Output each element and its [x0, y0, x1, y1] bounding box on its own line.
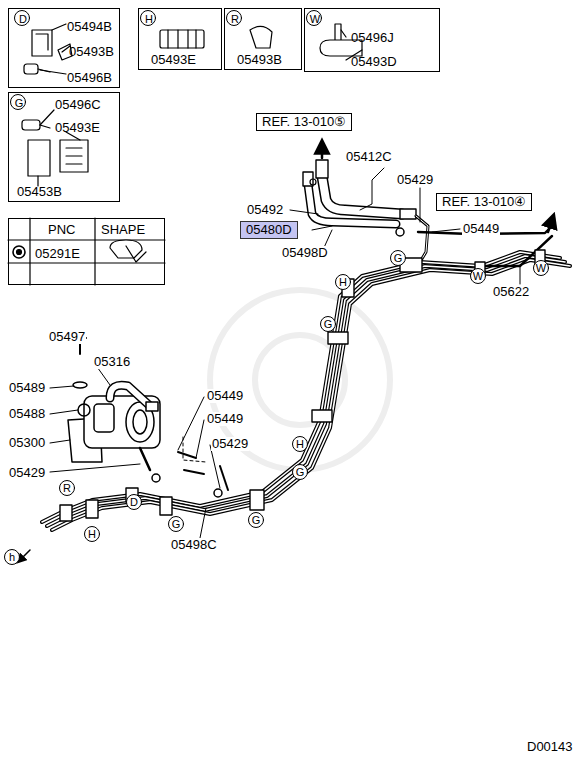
clip-letter: R: [63, 481, 71, 495]
callout-number: 05316: [93, 355, 131, 369]
part-number: 05493D: [351, 55, 397, 69]
callout-number: 05498D: [281, 246, 329, 260]
part-number: REF. 13-010⑤: [262, 115, 346, 129]
part-number: 05496B: [67, 71, 112, 85]
callout-number: 05497: [48, 330, 86, 344]
clip-letter: h: [9, 550, 15, 564]
part-number: 05493B: [237, 53, 282, 67]
clip-inset: H 05493E: [138, 8, 222, 70]
clip-callout-circle: [293, 465, 308, 480]
callout-number: 05622: [492, 285, 530, 299]
clip-callout-circle: [169, 517, 184, 532]
part-number-box: 05480D: [240, 221, 298, 239]
clip-letter: H: [296, 437, 304, 451]
callout-number: 05492: [246, 203, 284, 217]
callout-number: 05488: [8, 407, 46, 421]
callout-number: 05429: [8, 466, 46, 480]
clip-letter: D: [130, 495, 138, 509]
clip-letter: G: [324, 317, 333, 331]
clip-callout-circle: [141, 11, 156, 26]
clip-callout-circle: [85, 527, 100, 542]
part-number: 05496J: [351, 31, 394, 45]
callout-number: 05449: [206, 389, 244, 403]
clip-callout-circle: [336, 275, 351, 290]
clip-callout-circle: [5, 550, 20, 565]
clip-letter: W: [473, 269, 483, 283]
callout-number: 05300: [8, 436, 46, 450]
clip-letter: H: [88, 527, 96, 541]
callout-number: 05412C: [345, 150, 393, 164]
clip-callout-circle: [534, 261, 549, 276]
clip-inset: D 05494B 05493B 05496B: [8, 8, 120, 88]
clip-letter: W: [536, 261, 546, 275]
canister: [68, 338, 228, 497]
part-number: REF. 13-010④: [442, 195, 526, 209]
clip-letter: G: [172, 517, 181, 531]
clip-inset: R 05493B: [224, 8, 302, 70]
callout-number: 05489: [8, 381, 46, 395]
part-number: 05493E: [151, 53, 196, 67]
clip-callout-circle: [471, 269, 486, 284]
part-number: 05453B: [17, 185, 62, 199]
clip-callout-circle: [227, 11, 242, 26]
part-number: 05493B: [69, 45, 114, 59]
parts-table: PNC SHAPE 05291E: [8, 218, 165, 285]
clip-letter: H: [145, 12, 153, 26]
reference-box: REF. 13-010④: [436, 193, 532, 211]
part-number: 05496C: [55, 98, 101, 112]
hose: [303, 146, 552, 266]
clip-callout-circle: [249, 513, 264, 528]
inset-part-icon: [22, 24, 362, 186]
part-number: 05493E: [55, 121, 100, 135]
part-number: PNC: [48, 223, 75, 237]
clip-letter: G: [296, 465, 305, 479]
clip-callout-circle: [127, 495, 142, 510]
callout-number: 05429: [211, 437, 249, 451]
tube-clip: [60, 250, 545, 521]
clip-callout-circle: [5, 11, 549, 565]
clip-callout-circle: [321, 317, 336, 332]
clip-inset: G 05496C 05493E 05453B: [8, 92, 120, 202]
part-number: 05480D: [246, 223, 292, 237]
watermark: [210, 290, 390, 470]
part-number: SHAPE: [101, 223, 145, 237]
clip-letter: G: [15, 96, 24, 110]
clip-callout-circle: [11, 95, 26, 110]
callout-number: 05449: [462, 222, 500, 236]
part-number: 05291E: [35, 247, 80, 261]
fuel-tube-bundle: [42, 252, 570, 530]
clip-callout-circle: [391, 251, 406, 266]
clip-letter: H: [339, 275, 347, 289]
reference-box: REF. 13-010⑤: [256, 113, 352, 131]
clip-letter: W: [310, 12, 320, 26]
part-number: 05494B: [67, 20, 112, 34]
clip-letter: G: [394, 251, 403, 265]
clip-callout-circle: [293, 437, 308, 452]
clip-callout-circle: [307, 11, 322, 26]
callout-number: D00143: [526, 740, 574, 754]
callout-number: 05429: [396, 173, 434, 187]
clip-inset: W 05496J 05493D: [304, 8, 440, 72]
clip-callout-circle: [15, 11, 30, 26]
callout-number: 05449: [206, 412, 244, 426]
clip-callout-circle: [60, 481, 75, 496]
callout-number: 05498C: [170, 538, 218, 552]
clip-letter: R: [231, 12, 239, 26]
clip-letter: D: [19, 12, 27, 26]
clip-letter: G: [252, 513, 261, 527]
table-grid: [8, 218, 165, 285]
